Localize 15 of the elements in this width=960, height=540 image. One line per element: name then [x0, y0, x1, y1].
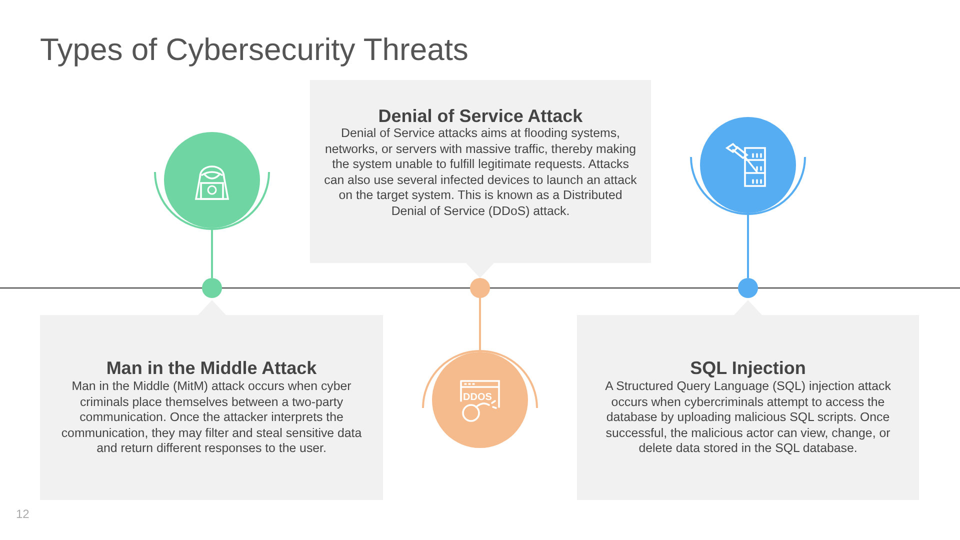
connector-line [479, 298, 481, 352]
card-description: A Structured Query Language (SQL) injection attack occurs when cybercriminals attempt to access the database by uploading malicious SQL scripts. Once successful, the malicious actor can view, change, or delete data stored in the SQL database. [604, 379, 892, 456]
card-heading: SQL Injection [689, 358, 807, 379]
timeline-dot [470, 278, 490, 298]
connector-line [747, 213, 749, 278]
timeline-dot [738, 278, 758, 298]
connector-line [211, 228, 213, 278]
card-heading: Denial of Service Attack [377, 106, 584, 127]
slide-title: Types of Cybersecurity Threats [40, 32, 468, 68]
page-number: 12 [16, 507, 30, 521]
card-description: Denial of Service attacks aims at flooding systems, networks, or servers with massive traffic, thereby making the system unable to fulfill legitimate requests. Attacks can also use several infected devices to launch an attack on the target system. This is known as a Distributed Denial of Service (DDoS) attack. [324, 126, 637, 219]
card-heading: Man in the Middle Attack [105, 358, 318, 379]
timeline-dot [202, 278, 222, 298]
text-card [310, 80, 651, 278]
card-description: Man in the Middle (MitM) attack occurs when cyber criminals place themselves between a two-party communication. Once the attacker interprets the communication, they may filter and steal sensitive data and return different responses to the user. [60, 379, 363, 456]
